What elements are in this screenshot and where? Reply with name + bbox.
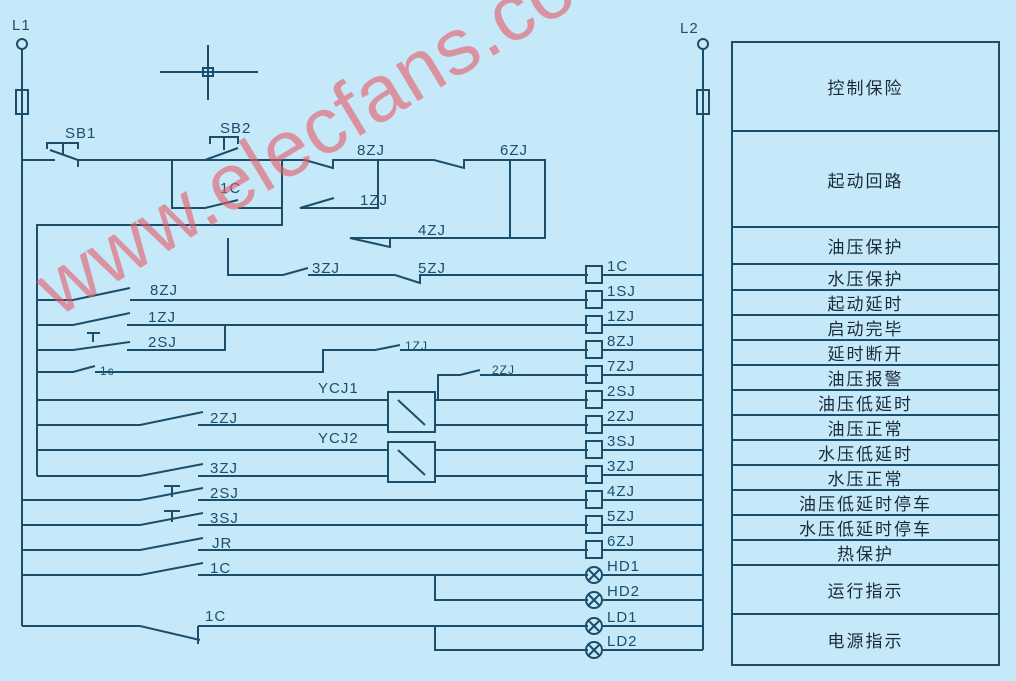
label-2sj: 2SJ (148, 334, 177, 351)
label-ycj1: YCJ1 (318, 380, 359, 397)
relay-coil: 5ZJ (585, 508, 703, 534)
coil-label: 7ZJ (607, 358, 635, 375)
label-3zj: 3ZJ (210, 460, 238, 477)
coil-label: LD2 (607, 633, 638, 650)
label-jr: JR (212, 535, 232, 552)
label-1zj-mid: 1ZJ (405, 339, 428, 353)
function-table: 控制保险起动回路油压保护水压保护起动延时启动完毕延时断开油压报警油压低延时油压正… (731, 41, 1000, 666)
label-3sj: 3SJ (210, 510, 239, 527)
relay-coil: 4ZJ (585, 483, 703, 509)
label-4zj: 4ZJ (418, 222, 446, 239)
label-ycj2: YCJ2 (318, 430, 359, 447)
table-row: 热保护 (733, 541, 998, 566)
indicator-lamp: LD1 (585, 609, 703, 635)
label-2zj-mid: 2ZJ (492, 363, 515, 377)
coil-label: 1C (607, 258, 628, 275)
coil-column: 1C 1SJ 1ZJ 8ZJ 7ZJ 2SJ 2ZJ 3SJ 3ZJ 4ZJ 5ZJ 6ZJ HD1HD… (585, 258, 703, 659)
table-row: 电源指示 (827, 632, 904, 652)
relay-coil: 1ZJ (585, 308, 703, 334)
table-row: 油压保护 (733, 228, 998, 265)
table-row: 油压低延时 (733, 391, 998, 416)
relay-coil: 2ZJ (585, 408, 703, 434)
fuse-right (696, 89, 710, 115)
table-row: 起动回路 (733, 132, 998, 228)
table-row: 启动完毕 (733, 316, 998, 341)
relay-coil: 3SJ (585, 433, 703, 459)
coil-label: LD1 (607, 609, 638, 626)
label-1zj: 1ZJ (148, 309, 176, 326)
table-row: 油压报警 (733, 366, 998, 391)
table-row: 运行指示 (733, 566, 998, 615)
coil-label: 5ZJ (607, 508, 635, 525)
label-1c-ld: 1C (205, 608, 226, 625)
table-row: 油压低延时停车 (733, 491, 998, 516)
terminal-l2 (697, 38, 709, 50)
relay-coil: 7ZJ (585, 358, 703, 384)
label-sb1: SB1 (65, 125, 96, 142)
label-1zj-top: 1ZJ (360, 192, 388, 209)
coil-label: HD2 (607, 583, 640, 600)
label-6zj-top: 6ZJ (500, 142, 528, 159)
table-row: 水压低延时停车 (733, 516, 998, 541)
table-row: 油压正常 (733, 416, 998, 441)
table-row: 控制保险 (733, 43, 998, 132)
label-8zj: 8ZJ (150, 282, 178, 299)
label-1c-top: 1C (220, 180, 241, 197)
indicator-lamp: LD2 (585, 633, 703, 659)
ycj1-switch (387, 391, 436, 433)
relay-coil: 3ZJ (585, 458, 703, 484)
indicator-lamp: HD1 (585, 558, 703, 584)
terminal-l1 (16, 38, 28, 50)
label-1c-small: 1c (100, 364, 115, 378)
coil-label: HD1 (607, 558, 640, 575)
coil-label: 1ZJ (607, 308, 635, 325)
relay-coil: 6ZJ (585, 533, 703, 559)
coil-label: 3SJ (607, 433, 636, 450)
label-2zj: 2ZJ (210, 410, 238, 427)
coil-label: 3ZJ (607, 458, 635, 475)
label-l1: L1 (12, 17, 31, 34)
coil-label: 2ZJ (607, 408, 635, 425)
label-sb2: SB2 (220, 120, 251, 137)
label-3zj-top: 3ZJ (312, 260, 340, 277)
ycj2-switch (387, 441, 436, 483)
crosshair-icon (160, 45, 258, 100)
table-row: 延时断开 (733, 341, 998, 366)
indicator-lamp: HD2 (585, 583, 703, 609)
label-1c-hd: 1C (210, 560, 231, 577)
table-row: 水压保护 (733, 265, 998, 291)
table-row: 水压低延时 (733, 441, 998, 466)
relay-coil: 8ZJ (585, 333, 703, 359)
relay-coil: 1C (585, 258, 703, 284)
coil-label: 2SJ (607, 383, 636, 400)
label-5zj: 5ZJ (418, 260, 446, 277)
coil-label: 6ZJ (607, 533, 635, 550)
table-row: 起动延时 (733, 291, 998, 316)
relay-coil: 1SJ (585, 283, 703, 309)
coil-label: 1SJ (607, 283, 636, 300)
coil-label: 8ZJ (607, 333, 635, 350)
fuse-left (15, 89, 29, 115)
label-l2: L2 (680, 20, 699, 37)
label-2sj-b: 2SJ (210, 485, 239, 502)
relay-coil: 2SJ (585, 383, 703, 409)
label-8zj-top: 8ZJ (357, 142, 385, 159)
table-row: 水压正常 (733, 466, 998, 491)
coil-label: 4ZJ (607, 483, 635, 500)
control-branches (22, 287, 588, 651)
